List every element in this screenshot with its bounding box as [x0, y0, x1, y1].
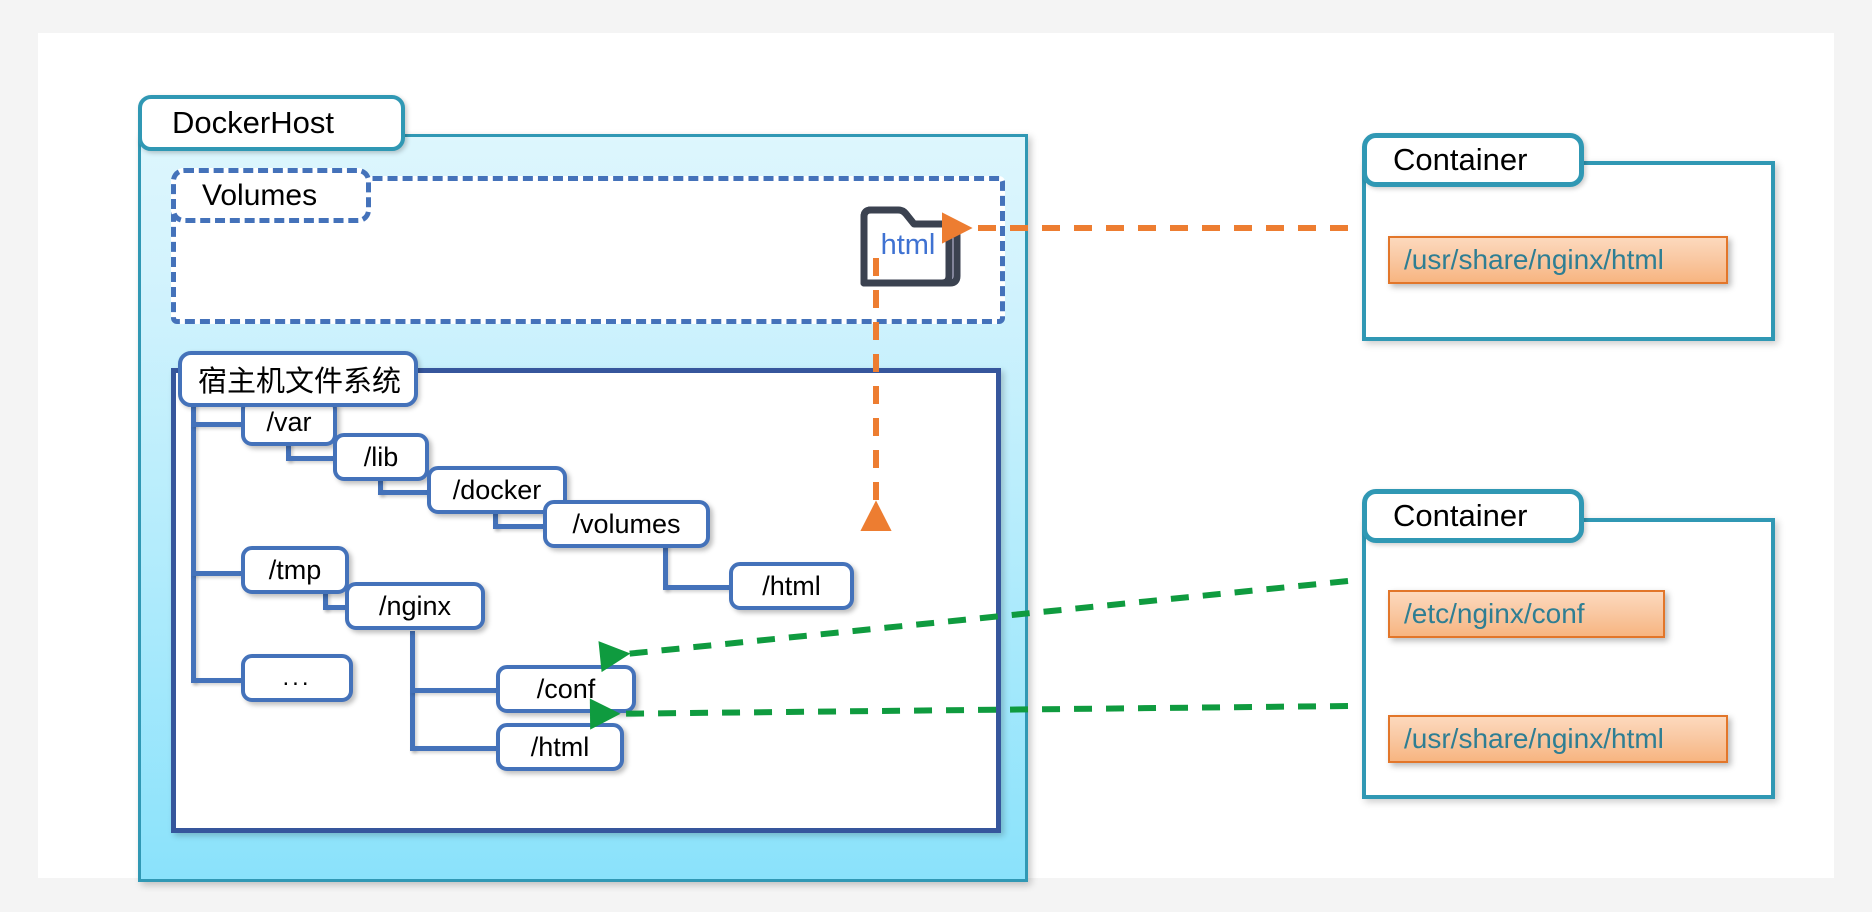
tree-link-docker-volumes-h [493, 524, 563, 529]
tree-link-volumes-html-v [663, 524, 668, 590]
tree-node-label: /tmp [268, 554, 322, 585]
tree-node-label: /lib [363, 441, 399, 472]
tree-node-vol-html[interactable]: /html [729, 562, 854, 610]
volumes-label: Volumes [171, 168, 371, 223]
container-1-path-badge[interactable]: /usr/share/nginx/html [1388, 236, 1728, 284]
tree-node-tmp-html[interactable]: /html [496, 723, 624, 771]
host-filesystem-label: 宿主机文件系统 [178, 351, 418, 407]
folder-icon[interactable]: html [858, 205, 976, 287]
host-filesystem-label-text: 宿主机文件系统 [198, 366, 402, 398]
tree-node-lib[interactable]: /lib [333, 433, 429, 481]
tree-branch-more [191, 678, 241, 683]
container-label-text: Container [1393, 142, 1528, 177]
tree-link-lib-docker-h [378, 490, 448, 495]
container-path-text: /usr/share/nginx/html [1404, 723, 1664, 754]
container-2-path-badge-html[interactable]: /usr/share/nginx/html [1388, 715, 1728, 763]
tree-node-label: ... [282, 664, 312, 691]
tree-branch-tmp [191, 571, 241, 576]
tree-node-label: /conf [536, 673, 596, 704]
tree-branch-var [191, 422, 241, 427]
tree-node-label: /var [266, 406, 312, 437]
container-path-text: /usr/share/nginx/html [1404, 244, 1664, 275]
tree-node-nginx[interactable]: /nginx [345, 582, 485, 630]
tree-link-nginx-html [410, 746, 500, 751]
tree-node-label: /docker [452, 474, 542, 505]
tree-node-tmp[interactable]: /tmp [241, 546, 349, 594]
diagram-canvas: /var /lib /docker /volumes /html /tmp /n… [38, 33, 1834, 882]
tree-link-var-lib-h [286, 456, 356, 461]
tree-node-label: /html [762, 570, 821, 601]
tree-node-label: /volumes [572, 508, 681, 539]
dockerhost-label-text: DockerHost [172, 105, 334, 140]
tree-trunk-line [191, 393, 196, 683]
volumes-label-text: Volumes [202, 178, 318, 212]
container-2-path-badge-conf[interactable]: /etc/nginx/conf [1388, 590, 1665, 638]
dockerhost-label: DockerHost [138, 95, 405, 151]
tree-node-more[interactable]: ... [241, 654, 353, 702]
tree-link-nginx-conf [410, 688, 500, 693]
container-path-text: /etc/nginx/conf [1404, 598, 1585, 629]
tree-node-conf[interactable]: /conf [496, 665, 636, 713]
tree-node-label: /nginx [378, 590, 452, 621]
tree-node-label: /html [530, 731, 590, 762]
container-2-label: Container [1362, 489, 1584, 543]
container-1-label: Container [1362, 133, 1584, 187]
container-label-text: Container [1393, 498, 1528, 533]
tree-node-volumes[interactable]: /volumes [543, 500, 710, 548]
